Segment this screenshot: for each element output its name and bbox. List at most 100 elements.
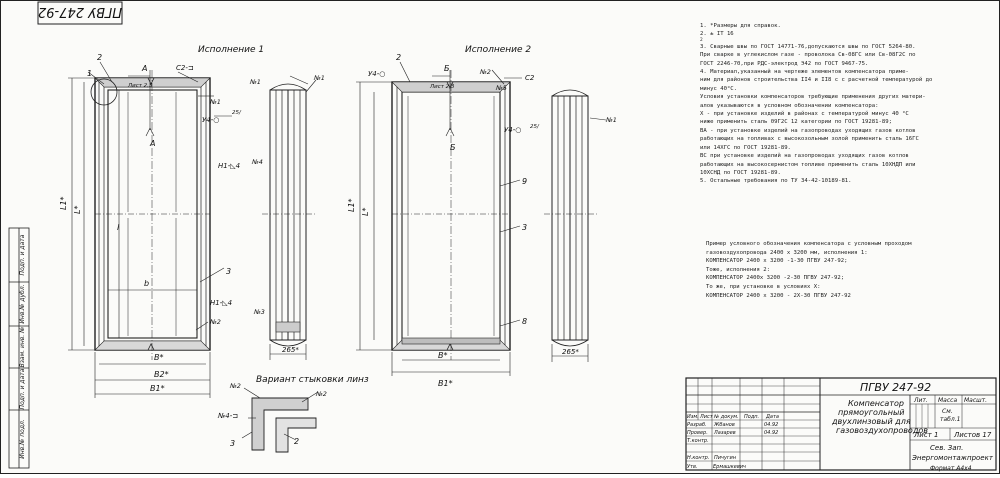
tb-izm: Изм. — [687, 414, 699, 420]
tb-utv-name: Ермашкевич — [713, 464, 746, 470]
label-u4-v2-top: У4-○ — [368, 70, 385, 78]
example-line: газовоздухопровода 2400 х 3200 мм, испол… — [706, 249, 868, 256]
side-stamp-podp-data-1: Подп. и дата — [19, 234, 26, 275]
note-line: 1. *Размеры для справок. — [700, 23, 781, 29]
tb-sheet: Лист 1 — [913, 431, 938, 439]
example-line: КОМПЕНСАТОР 2400х 3200 -2-30 ПГВУ 247-92… — [706, 275, 845, 282]
dim-b1-star-1: В1* — [150, 384, 165, 393]
label-n4-v1: №4 — [251, 158, 263, 166]
callout-3-joint: 3 — [230, 439, 235, 448]
note-line: ГОСТ 2246-70,при РДС-электрод Э42 по ГОС… — [700, 60, 869, 67]
tb-date: Дата — [765, 414, 779, 420]
tb-sheets: Листов 17 — [953, 431, 992, 439]
top-stamp-text: ПГВУ 247-92 — [38, 4, 122, 19]
variant-1-dims — [68, 77, 211, 398]
section-b-label-2: Б — [450, 143, 456, 152]
sheet-ref-v2: Лист 2,3 — [429, 84, 455, 90]
example-line: КОМПЕНСАТОР 2400 х 3200 -1-30 ПГВУ 247-9… — [706, 258, 848, 265]
tb-org-1: Сев. Зап. — [930, 444, 963, 452]
callout-2-v2: 2 — [396, 53, 401, 62]
callout-2-v1: 2 — [97, 53, 102, 62]
title-variant-1: Исполнение 1 — [198, 45, 264, 55]
section-a-label: А — [141, 64, 147, 73]
note-line: ВА - при установке изделий на газопровод… — [700, 127, 916, 134]
tb-date2: 04.92 — [764, 430, 778, 436]
note-line: При сварке в углекислом газе - проволока… — [700, 52, 916, 59]
label-n1-side-v2: №1 — [605, 116, 617, 124]
note-line: Условия установки компенсаторов требующи… — [700, 94, 926, 101]
tb-mass-val: См. — [942, 408, 953, 415]
variant-1-callouts — [87, 61, 232, 331]
callout-2-joint: 2 — [294, 437, 299, 446]
side-stamp-podp-data-2: Подп. и дата — [19, 368, 26, 409]
tb-tkontr: Т.контр. — [687, 438, 709, 444]
title-variant-2: Исполнение 2 — [465, 45, 531, 55]
example-line: КОМПЕНСАТОР 2400 х 3200 - 2Х-30 ПГВУ 247… — [706, 292, 851, 299]
note-line: ниже применить сталь 09Г2С 12 категории … — [700, 119, 892, 126]
note-line: 2. ± IT 16 — [700, 31, 734, 38]
callout-8-v2: 8 — [522, 317, 527, 326]
angle-v1: 25/ — [232, 110, 242, 116]
label-u4-v1: У4-○ — [202, 116, 219, 124]
label-u4-v2: У4-○ — [504, 126, 521, 134]
note-line: 4. Материал,указанный на чертеже элемент… — [700, 69, 909, 76]
tb-title-line-2: прямоугольный — [838, 408, 904, 417]
tb-lit: Лит. — [913, 397, 928, 404]
note-line: или 14ХГС по ГОСТ 19281-89. — [700, 144, 791, 151]
note-line: 3. Сварные швы по ГОСТ 14771-76,допускаю… — [700, 43, 916, 50]
dim-b1-star-2: В1* — [438, 379, 453, 388]
tb-scale: Масшт. — [964, 397, 987, 404]
dim-b-star-2: В* — [438, 351, 448, 360]
label-c2-sym: С2-⊐ — [176, 64, 194, 72]
note-line: работающих на топливах с высокозольным з… — [700, 136, 919, 143]
dim-l-star-2: L* — [361, 208, 370, 216]
example-line: То же, при установке в условиях Х: — [706, 283, 821, 290]
designation-example: Пример условного обозначения компенсатор… — [706, 240, 996, 300]
tb-mass: Масса — [938, 397, 957, 404]
example-line: Пример условного обозначения компенсатор… — [706, 241, 912, 247]
label-h1-v1: Н1-◺4 — [218, 162, 240, 170]
variant-2-front-view — [391, 70, 511, 360]
side-stamp-inv-dubl: Инв.№ дубл. — [19, 284, 26, 323]
tb-nkontr-name: Пичугин — [714, 455, 737, 461]
note-line: алов указываются в условном обозначении … — [700, 102, 879, 109]
callout-3-v1: 3 — [226, 267, 231, 276]
tb-nkontr: Н.контр. — [687, 455, 709, 461]
dim-l1-star-2: L1* — [347, 198, 356, 212]
label-n2-joint: №2 — [229, 382, 241, 390]
example-line: Тоже, исполнения 2: — [706, 266, 770, 273]
side-stamp-column — [8, 227, 30, 469]
note-line: ВС при установке изделий на газопроводах… — [700, 153, 909, 160]
dim-b2-star-1: В2* — [154, 370, 169, 379]
variant-1-front-view — [90, 70, 211, 360]
note-line: ним для районов строительства II4 и II8 … — [700, 77, 933, 84]
top-stamp: ПГВУ 247-92 — [37, 1, 123, 25]
side-stamp-vzam-inv: Взам. инв. № — [19, 327, 26, 368]
tb-list: Лист — [699, 414, 714, 420]
callout-9-v2: 9 — [522, 177, 527, 186]
section-b-label: Б — [444, 64, 450, 73]
label-h1-v1-bottom: Н1-◺4 — [210, 299, 232, 307]
label-n2-joint-right: №2 — [315, 390, 327, 398]
tb-org-2: Энергомонтажпроект — [911, 454, 994, 462]
dim-265-v1: 265* — [282, 346, 299, 354]
note-line: Х - при установке изделий в районах с те… — [700, 111, 909, 118]
tb-date1: 04.92 — [764, 422, 778, 428]
note-line: минус 40°С. — [700, 85, 738, 92]
label-n1-side-v1: №1 — [249, 78, 261, 86]
joint-variant-detail — [241, 387, 319, 453]
label-c2-v2: С2 — [525, 74, 535, 82]
section-a-label-2: А — [149, 139, 155, 148]
title-block — [685, 377, 997, 471]
dim-265-v2: 265* — [562, 348, 579, 356]
variant-2-dims — [356, 61, 522, 376]
label-n2-v1: №2 — [209, 318, 221, 326]
label-n1-v1: №1 — [209, 98, 221, 106]
technical-notes: 1. *Размеры для справок. 2. ± IT 16 2 3.… — [700, 22, 992, 186]
tb-title-line-3: двухлинзовый для — [831, 417, 911, 426]
label-n2-v2: №2 — [479, 68, 491, 76]
label-n4-joint: №4-⊐ — [217, 412, 238, 420]
variant-1-side-view — [262, 75, 317, 360]
angle-v2: 25/ — [530, 124, 540, 130]
